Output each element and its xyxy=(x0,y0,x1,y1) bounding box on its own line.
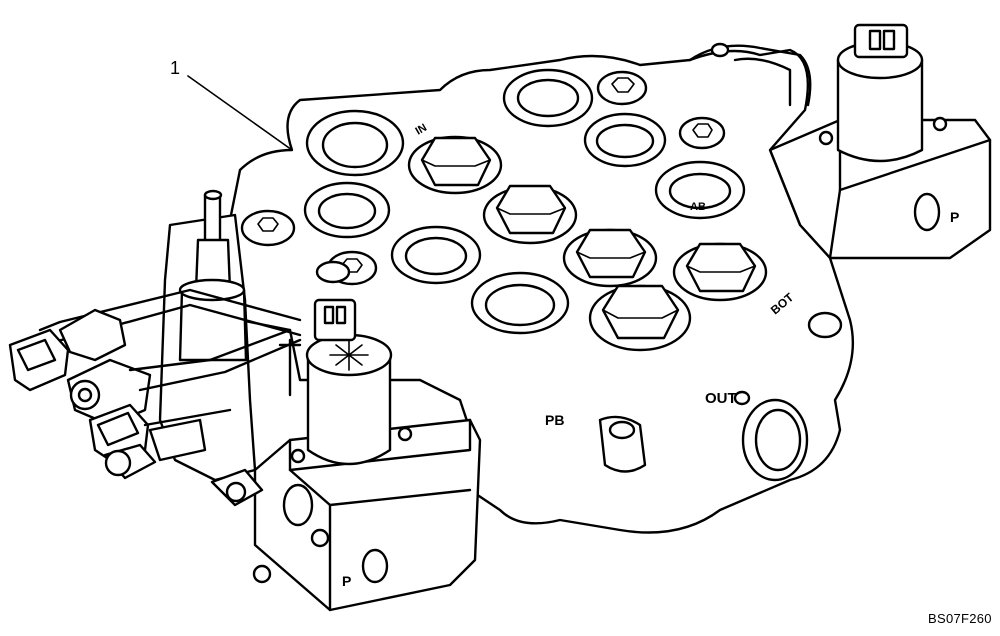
hex-plug-icon xyxy=(407,135,768,352)
leader-line-icon xyxy=(187,75,293,151)
port-stamp-pb: PB xyxy=(545,412,564,428)
port-stamp-out: OUT xyxy=(705,390,737,407)
port-stamp-ab: AB xyxy=(690,201,706,213)
port-stamp-top: IN xyxy=(414,122,430,138)
callout-label-1: 1 xyxy=(170,58,181,78)
solenoid-icon xyxy=(818,23,948,163)
figure-id: BS07F260 xyxy=(928,611,992,626)
connector-icon xyxy=(8,288,302,507)
port-stamp-p-main: P xyxy=(950,209,959,225)
left-solenoid-block: P xyxy=(252,418,482,612)
valve-body-icon: OUT PB BOT AB IN xyxy=(188,42,855,534)
port-stamp-p-left: P xyxy=(342,573,351,589)
left-valve-side xyxy=(158,189,257,482)
solenoid-icon xyxy=(278,260,413,466)
